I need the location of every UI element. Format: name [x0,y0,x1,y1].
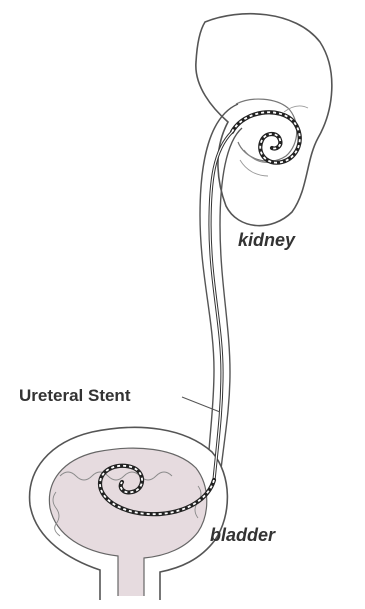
ureteral-stent-label: Ureteral Stent [19,386,130,406]
kidney-label: kidney [238,230,295,251]
bladder-lumen [49,448,206,596]
kidney [196,14,332,226]
bladder [30,427,228,600]
bladder-label: bladder [210,525,275,546]
kidney-outline [196,14,332,226]
stent-label-leader [182,397,220,412]
